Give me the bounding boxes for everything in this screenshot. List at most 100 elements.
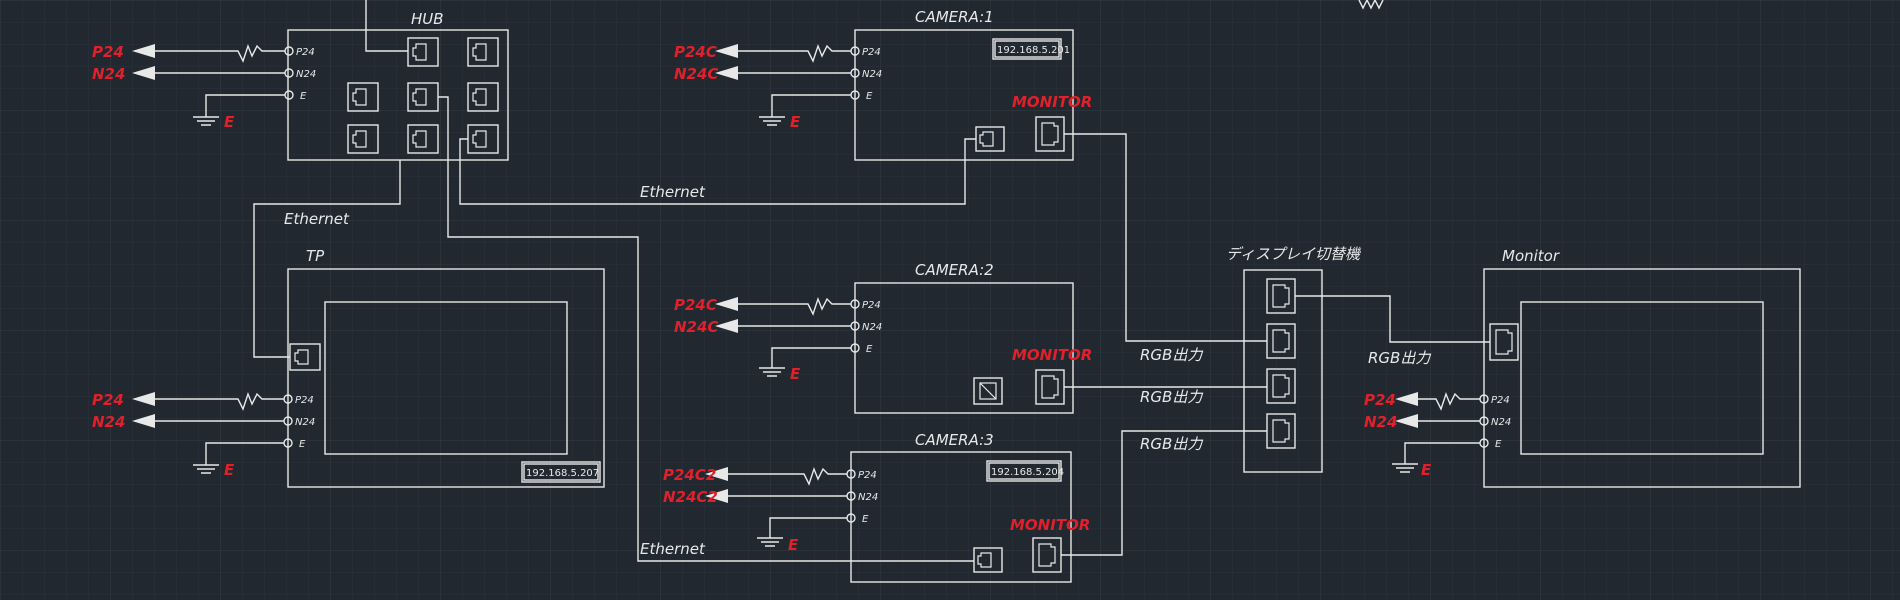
arrow-left-icon bbox=[132, 414, 155, 428]
hub-power-wiring bbox=[132, 43, 285, 126]
hub-port-2[interactable] bbox=[467, 37, 499, 67]
camera1-ip: 192.168.5.201 bbox=[997, 45, 1070, 56]
tp-ip: 192.168.5.207 bbox=[526, 468, 599, 479]
monitor-p24-label: P24 bbox=[1364, 391, 1396, 409]
camera1-title: CAMERA:1 bbox=[915, 8, 994, 26]
camera2-pin-e: E bbox=[866, 344, 873, 355]
camera1-p-label: P24C bbox=[674, 43, 717, 61]
tp-pin-p24: P24 bbox=[295, 395, 314, 406]
hub-p24-label: P24 bbox=[92, 43, 124, 61]
hub-port-7[interactable] bbox=[407, 124, 439, 154]
ground-icon bbox=[759, 367, 785, 377]
display-switcher-block[interactable]: ディスプレイ切替機 bbox=[1226, 245, 1362, 473]
ground-icon bbox=[193, 464, 219, 474]
arrow-left-icon bbox=[132, 44, 155, 58]
hub-pin-n24: N24 bbox=[296, 69, 316, 80]
hub-pin-e: E bbox=[300, 91, 307, 102]
monitor-power-wiring bbox=[1392, 391, 1480, 473]
camera1-monitor-label: MONITOR bbox=[1012, 93, 1092, 111]
camera3-title: CAMERA:3 bbox=[915, 431, 994, 449]
monitor-ground-label: E bbox=[1421, 461, 1432, 479]
wire-rgb-camera1 bbox=[1064, 133, 1267, 342]
tp-p24-label: P24 bbox=[92, 391, 124, 409]
hub-block[interactable]: HUB P24 N24 E P24 N24 E bbox=[92, 10, 509, 161]
monitor-screen bbox=[1520, 301, 1764, 455]
camera3-ethernet-port[interactable] bbox=[973, 547, 1003, 573]
camera3-ip: 192.168.5.204 bbox=[991, 467, 1064, 478]
wire-hub-camera1 bbox=[459, 138, 976, 205]
camera1-pin-n24: N24 bbox=[862, 69, 882, 80]
monitor-frame bbox=[1483, 268, 1801, 488]
camera3-block[interactable]: CAMERA:3 192.168.5.204 MONITOR P24 N24 E… bbox=[663, 431, 1090, 583]
camera3-monitor-label: MONITOR bbox=[1010, 516, 1090, 534]
camera1-n-label: N24C bbox=[674, 65, 718, 83]
camera2-power-wiring bbox=[715, 296, 851, 377]
label-ethernet-hub-tp: Ethernet bbox=[284, 210, 350, 228]
monitor-n24-label: N24 bbox=[1364, 413, 1397, 431]
camera3-p-label: P24C2 bbox=[663, 466, 716, 484]
hub-port-1[interactable] bbox=[407, 37, 439, 67]
camera3-pin-p24: P24 bbox=[858, 470, 877, 481]
monitor-block[interactable]: Monitor P24 N24 E P24 N24 E bbox=[1364, 247, 1801, 488]
camera1-ground-label: E bbox=[790, 113, 801, 131]
camera2-ethernet-port[interactable] bbox=[973, 377, 1003, 405]
camera2-p-label: P24C bbox=[674, 296, 717, 314]
camera2-frame bbox=[854, 282, 1074, 414]
tp-power-wiring bbox=[132, 391, 284, 474]
camera2-monitor-label: MONITOR bbox=[1012, 346, 1092, 364]
camera2-title: CAMERA:2 bbox=[915, 261, 994, 279]
arrow-left-icon bbox=[1395, 414, 1418, 428]
tp-title: TP bbox=[306, 247, 325, 265]
tp-ip-box bbox=[521, 461, 601, 483]
camera2-ground-label: E bbox=[790, 365, 801, 383]
arrow-left-icon bbox=[705, 467, 728, 481]
tp-n24-label: N24 bbox=[92, 413, 125, 431]
arrow-left-icon bbox=[715, 297, 738, 311]
camera1-power-wiring bbox=[715, 43, 851, 126]
label-rgb-camera3: RGB出力 bbox=[1140, 435, 1203, 453]
monitor-pin-n24: N24 bbox=[1491, 417, 1511, 428]
camera1-pin-e: E bbox=[866, 91, 873, 102]
arrow-left-icon bbox=[132, 392, 155, 406]
hub-port-5[interactable] bbox=[467, 82, 499, 112]
ground-icon bbox=[759, 116, 785, 126]
camera2-block[interactable]: CAMERA:2 MONITOR P24 N24 E P24C N24C E bbox=[674, 261, 1092, 414]
camera3-pin-n24: N24 bbox=[858, 492, 878, 503]
tp-screen bbox=[324, 301, 568, 455]
camera1-pin-p24: P24 bbox=[862, 47, 881, 58]
camera2-pin-p24: P24 bbox=[862, 300, 881, 311]
hub-port-3[interactable] bbox=[347, 82, 379, 112]
camera3-pin-e: E bbox=[862, 514, 869, 525]
wire-hub-uplink bbox=[365, 0, 408, 52]
interconnect-wires bbox=[253, 0, 1490, 562]
camera1-block[interactable]: CAMERA:1 192.168.5.201 MONITOR P24 N24 E… bbox=[674, 8, 1092, 161]
hub-frame bbox=[287, 29, 509, 161]
hub-title: HUB bbox=[411, 10, 444, 28]
tp-frame bbox=[287, 268, 605, 488]
camera3-frame bbox=[850, 451, 1072, 583]
arrow-left-icon bbox=[1395, 392, 1418, 406]
ground-icon bbox=[193, 116, 219, 126]
camera1-ip-box bbox=[992, 38, 1062, 60]
camera3-ip-box bbox=[986, 460, 1062, 482]
switcher-input-port-2[interactable] bbox=[1266, 368, 1296, 404]
wire-hub-tp bbox=[253, 160, 401, 358]
ground-icon bbox=[757, 537, 783, 547]
switcher-frame bbox=[1243, 269, 1323, 473]
hub-pin-p24: P24 bbox=[296, 47, 315, 58]
wire-rgb-camera3 bbox=[1061, 430, 1267, 556]
arrow-left-icon bbox=[132, 66, 155, 80]
label-rgb-camera2: RGB出力 bbox=[1140, 388, 1203, 406]
monitor-pin-e: E bbox=[1495, 439, 1502, 450]
camera3-power-wiring bbox=[705, 466, 847, 547]
hub-port-6[interactable] bbox=[347, 124, 379, 154]
arrow-left-icon bbox=[715, 319, 738, 333]
camera1-frame bbox=[854, 29, 1074, 161]
tp-pin-e: E bbox=[299, 439, 306, 450]
tp-block[interactable]: TP 192.168.5.207 P24 N24 E P24 N24 E bbox=[92, 247, 605, 488]
arrow-left-icon bbox=[705, 489, 728, 503]
camera3-ground-label: E bbox=[788, 536, 799, 554]
ground-icon bbox=[1392, 463, 1418, 473]
